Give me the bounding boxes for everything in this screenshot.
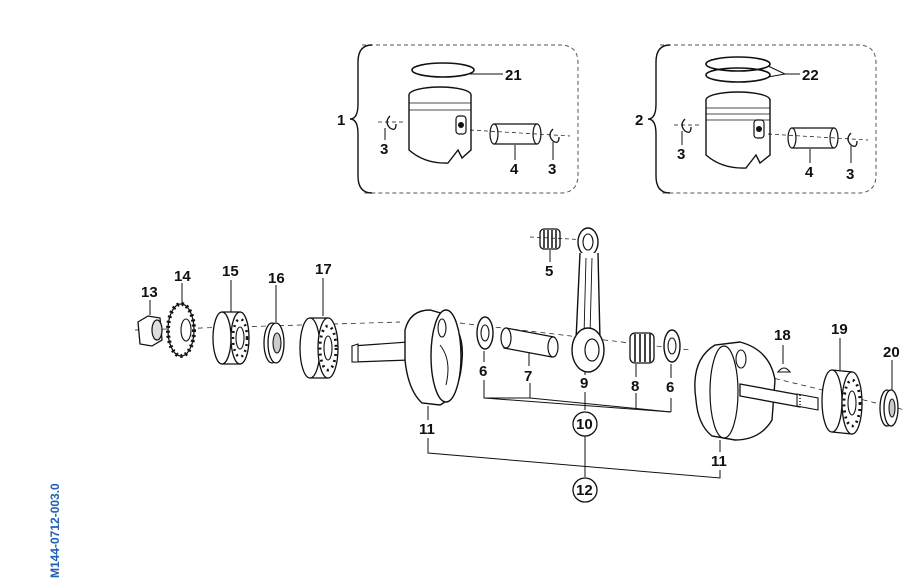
shaft-seal-icon: [879, 389, 899, 427]
piston-icon: [408, 86, 472, 164]
crank-half-left-icon: [351, 309, 464, 406]
callout-16: 16: [268, 270, 285, 287]
callout-11: 11: [711, 453, 727, 470]
brace-2: [647, 44, 671, 194]
callout-9: 9: [580, 375, 588, 392]
callout-12: 12: [576, 482, 593, 499]
callout-3: 3: [548, 161, 556, 178]
axis-line: [767, 133, 869, 141]
callout-8: 8: [631, 378, 639, 395]
panel-1-border: [362, 44, 579, 194]
circlip-icon: [386, 115, 397, 130]
piston-ring-icon: [705, 56, 771, 72]
shaft-seal-icon: [263, 322, 285, 364]
panel-2-border: [660, 44, 877, 194]
gear-icon: [166, 302, 196, 358]
piston-icon: [705, 91, 771, 169]
callout-10: 10: [576, 416, 593, 433]
axis-line: [469, 129, 571, 137]
piston-ring-icon: [705, 67, 771, 83]
callout-4: 4: [510, 161, 519, 178]
needle-bearing-icon: [539, 228, 561, 250]
nut-icon: [137, 315, 163, 347]
leader-22: [767, 73, 786, 78]
callout-7: 7: [524, 368, 532, 385]
connecting-rod-icon: [571, 227, 605, 373]
callout-14: 14: [174, 268, 191, 285]
ball-bearing-icon: [299, 317, 339, 379]
circlip-icon: [847, 132, 858, 147]
callout-17: 17: [315, 261, 332, 278]
callout-3: 3: [846, 166, 854, 183]
needle-bearing-icon: [629, 332, 655, 364]
document-id: M144-0712-003.0: [48, 483, 62, 578]
group-label-1: 1: [337, 112, 345, 129]
piston-pin-icon: [787, 127, 839, 149]
callout-11: 11: [419, 421, 435, 438]
circlip-icon: [549, 128, 560, 143]
piston-pin-icon: [489, 123, 542, 145]
callout-21: 21: [505, 67, 522, 84]
callout-19: 19: [831, 321, 848, 338]
bracket-10-line: [483, 397, 672, 413]
piston-ring-icon: [411, 62, 475, 78]
callout-3: 3: [380, 141, 388, 158]
group-12-circle: [572, 477, 598, 503]
woodruff-key-icon: [776, 367, 792, 373]
brace-1: [349, 44, 373, 194]
thrust-washer-icon: [663, 329, 681, 363]
callout-5: 5: [545, 263, 553, 280]
callout-6: 6: [666, 379, 674, 396]
thrust-washer-icon: [476, 316, 494, 350]
crank-pin-icon: [500, 327, 559, 358]
piston-set-2-panel: [647, 44, 877, 194]
circlip-icon: [681, 118, 692, 133]
piston-set-1-panel: [349, 44, 579, 194]
callout-6: 6: [479, 363, 487, 380]
crank-half-right-icon: [694, 341, 819, 441]
assembly-12-bracket: [427, 438, 721, 479]
ball-bearing-icon: [821, 369, 863, 435]
assembly-10-bracket: [483, 380, 672, 413]
callout-20: 20: [883, 344, 900, 361]
callout-15: 15: [222, 263, 239, 280]
leader-22: [767, 65, 786, 75]
callout-3: 3: [677, 146, 685, 163]
callout-22: 22: [802, 67, 819, 84]
group-label-2: 2: [635, 112, 643, 129]
ball-bearing-icon: [212, 311, 250, 365]
callout-13: 13: [141, 284, 158, 301]
axis-line: [134, 321, 401, 331]
callout-4: 4: [805, 164, 814, 181]
callout-18: 18: [774, 327, 791, 344]
